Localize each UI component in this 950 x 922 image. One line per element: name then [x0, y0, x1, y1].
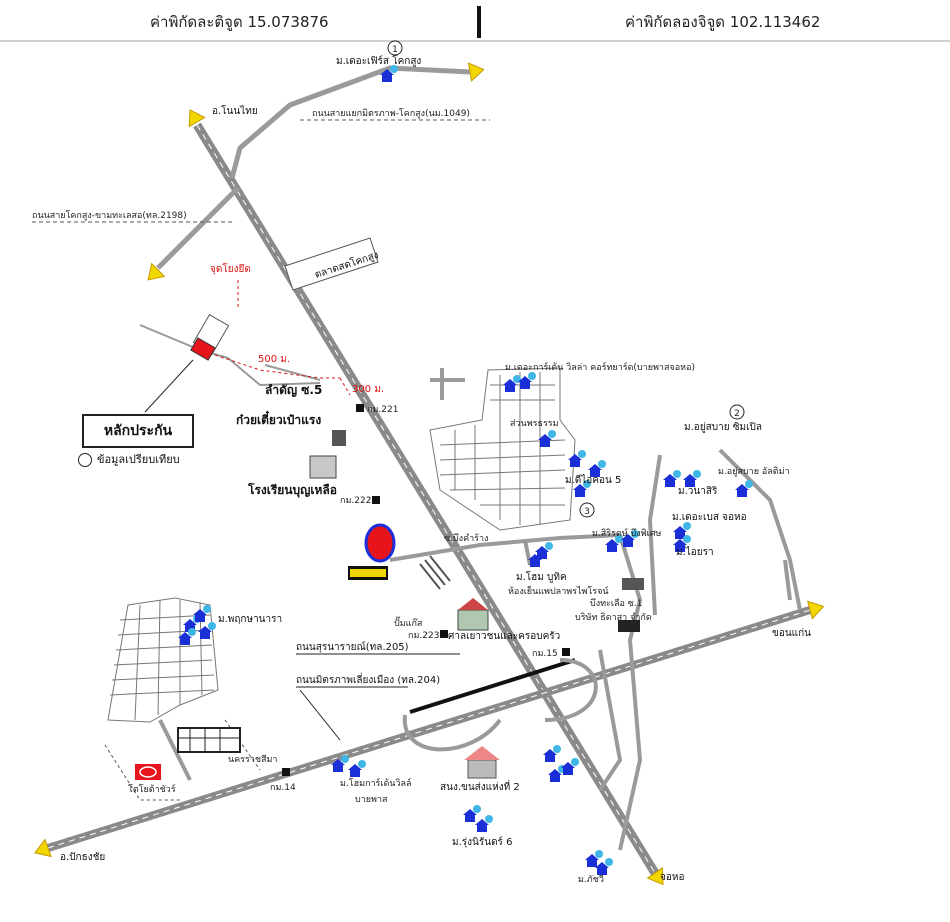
label-gas-station: ปั๊มแก๊ส	[394, 616, 423, 629]
label-km222: กม.222	[340, 496, 371, 506]
coordinate-header: ค่าพิกัดละติจูด 15.073876 ค่าพิกัดลองจิจ…	[0, 0, 950, 42]
label-toyota: โตโยต้าชัวร์	[128, 783, 176, 795]
label-village-center: ส่วนพรธรรม	[510, 419, 559, 429]
marker-1: 1	[392, 45, 398, 55]
label-nonthai: อ.โนนไทย	[212, 104, 258, 117]
label-yusabai-lux: ม.อยู่สบาย อัลติม่า	[718, 466, 790, 477]
school-building	[309, 430, 346, 479]
km-sign-icons	[282, 404, 570, 776]
road-crossing	[419, 555, 451, 590]
label-home-boutique: ม.โฮม บูทิค	[516, 570, 567, 583]
label-road-2198: ถนนสายโคกสูง-ขามทะเลสอ(ทล.2198)	[32, 210, 187, 221]
marker-2: 2	[734, 409, 740, 419]
label-bung-ta-lua: บึงทะเลือ ซ.1	[590, 598, 642, 609]
label-soi-beung: ซ.บึงคำร้าง	[444, 533, 488, 544]
compare-legend: ข้อมูลเปรียบเทียบ	[78, 450, 180, 468]
label-yusabai-simple: ม.อยู่สบาย ซิมเปิล	[684, 422, 762, 433]
transport-office-building	[464, 746, 500, 779]
label-nakhon-ratchasima: นครราชสีมา	[228, 754, 277, 765]
label-family-court: ศาลเยาวชนและครอบครัว	[448, 631, 560, 642]
label-garden-villa: ม.เดอะการ์เด้น วิลล่า คอร์ทยาร์ด(บายพาสจ…	[505, 361, 695, 373]
ptt-logo	[348, 523, 396, 580]
label-km14: กม.14	[270, 783, 296, 793]
label-dist-300: 300 ม.	[352, 384, 384, 395]
soi-roads-left	[139, 324, 321, 387]
road-1049	[229, 65, 471, 179]
label-johor: จอหอ	[660, 872, 684, 883]
village-grid-center	[429, 367, 576, 531]
label-the-first: ม.เดอะเฟิร์ส โคกสูง	[336, 54, 421, 67]
label-noodle: ก๋วยเตี๋ยวเป๋าแรง	[236, 410, 321, 427]
label-siri-village: ม.สิริรดษ์ บึงพิเศษ	[592, 527, 661, 539]
label-the-base: ม.เดอะเบส จอหอ	[672, 512, 747, 523]
label-transport-office: สนง.ขนส่งแห่งที่ 2	[440, 779, 520, 793]
collateral-legend: หลักประกัน	[82, 414, 194, 448]
house-icons	[178, 65, 753, 875]
main-highway	[193, 122, 659, 876]
road-2198	[156, 186, 240, 270]
label-dicondo5: ม.ดีไอคอน 5	[565, 474, 621, 486]
interchange	[402, 649, 623, 792]
label-rungnirun6: ม.รุ่งนิรันดร์ 6	[452, 836, 512, 848]
label-dist-500: 500 ม.	[258, 354, 290, 365]
label-bidatsa: บริษัท ธิดาสา จำกัด	[575, 612, 652, 623]
label-patsawee: ม.ภัชวี	[578, 874, 604, 885]
label-km15: กม.15	[532, 649, 558, 659]
toyota-area	[104, 719, 261, 801]
label-km223: กม.223	[408, 631, 439, 641]
label-pruksa: ม.พฤกษานารา	[218, 614, 282, 625]
distance-lines	[214, 280, 351, 396]
pruksa-road	[158, 719, 192, 781]
label-road-205: ถนนสุรนารายณ์(ทล.205)	[296, 641, 409, 653]
label-cold-storage: ห้องเย็นแพปลาพรไพโรจน์	[508, 584, 609, 597]
market-box	[284, 237, 379, 291]
marker-3: 3	[584, 507, 590, 517]
bypass-road-204	[46, 606, 812, 852]
label-pakthongchai: อ.ปักธงชัย	[60, 852, 105, 863]
label-samakkhi: ลำดัญ ซ.5	[265, 383, 322, 397]
label-navasiri: ม.วนาสิริ	[678, 486, 718, 497]
company-buildings	[618, 578, 644, 632]
label-siam-city: ม.โฮมการ์เด้นวิลล์	[340, 777, 412, 789]
label-khon-kaen: ขอนแก่น	[772, 628, 811, 639]
court-building	[457, 598, 489, 631]
nakhon-ratchasima-building	[177, 727, 241, 753]
toyota-logo	[135, 764, 161, 780]
header-divider	[477, 6, 481, 38]
latitude-label: ค่าพิกัดละติจูด 15.073876	[150, 13, 329, 31]
compare-legend-label: ข้อมูลเปรียบเทียบ	[97, 453, 180, 466]
map-labels: ม.เดอะเฟิร์ส โคกสูง อ.โนนไทย ถนนสายแยกมิ…	[32, 54, 811, 885]
village-spurs	[430, 368, 532, 566]
label-road-204: ถนนมิตรภาพเลี่ยงเมือง (ทล.204)	[296, 672, 440, 686]
label-school: โรงเรียนบุญเหลือ	[247, 482, 337, 498]
label-reference-point: จุดโยงยึด	[210, 262, 251, 275]
collateral-parcel	[144, 313, 230, 413]
numbered-markers: 1 2 3	[387, 40, 745, 518]
label-bypass: บายพาส	[355, 795, 388, 805]
label-km221: กม.221	[367, 405, 398, 415]
compare-circle-icon	[78, 453, 92, 467]
longitude-label: ค่าพิกัดลองจิจูด 102.113462	[625, 13, 821, 31]
label-ideara: ม.ไอยรา	[676, 546, 714, 558]
village-grid-pruksa	[107, 597, 219, 723]
label-road-1049: ถนนสายแยกมิตรภาพ-โคกสูง(นม.1049)	[312, 108, 470, 119]
